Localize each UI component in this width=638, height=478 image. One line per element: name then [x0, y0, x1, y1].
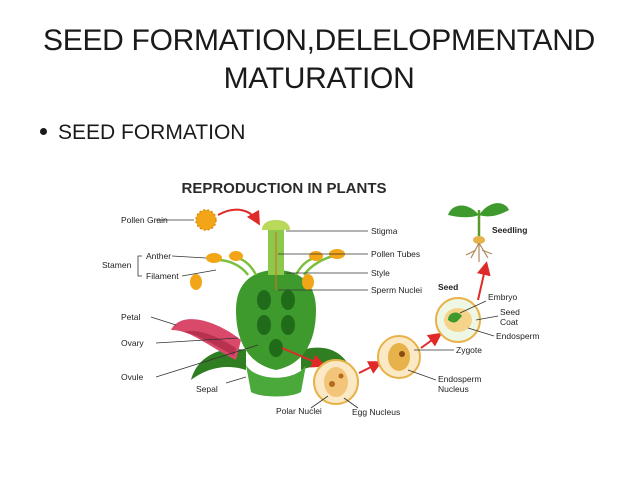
label-stigma: Stigma: [371, 226, 398, 236]
ovule-shape-5: [269, 339, 283, 357]
label-endosperm-nucleus-line1: Endosperm: [438, 374, 481, 384]
arrow-to-seed: [420, 332, 443, 349]
receptacle-shape: [246, 365, 306, 397]
ovary-to-ovule-arrow: [281, 347, 326, 368]
egg-nucleus-dot: [329, 381, 335, 387]
ovule-shape-1: [257, 290, 271, 310]
diagram-heading: REPRODUCTION IN PLANTS: [181, 180, 386, 197]
label-seed-coat-line2: Coat: [500, 317, 519, 327]
label-pollen-grain: Pollen Grain: [121, 215, 168, 225]
label-endosperm-nucleus-line2: Nucleus: [438, 384, 469, 394]
anther-shape-1: [206, 253, 222, 263]
zygote-dot: [399, 351, 405, 357]
label-zygote: Zygote: [456, 345, 482, 355]
anther-shape-2: [229, 251, 243, 261]
ovule-shape-3: [257, 315, 271, 335]
anther-shape-3: [309, 251, 323, 261]
polar-nuclei-dot: [338, 373, 344, 379]
ovary-shape: [236, 270, 316, 370]
label-style: Style: [371, 268, 390, 278]
embryo-shape: [448, 312, 462, 323]
ovule-shape-2: [281, 290, 295, 310]
stigma-shape: [262, 220, 290, 230]
label-seed: Seed: [438, 282, 458, 292]
bullet-dot-icon: [40, 127, 47, 135]
reproduction-diagram: REPRODUCTION IN PLANTS: [96, 170, 558, 425]
ovule-shape-4: [281, 315, 295, 335]
label-endosperm: Endosperm: [496, 331, 539, 341]
seedling-leaf-right: [479, 203, 509, 217]
label-egg-nucleus: Egg Nucleus: [352, 407, 400, 417]
label-sperm-nuclei: Sperm Nuclei: [371, 285, 422, 295]
label-filament: Filament: [146, 271, 179, 281]
filament-1: [217, 258, 250, 276]
sepal-left-shape: [191, 349, 246, 380]
zygote-inner: [388, 343, 410, 371]
slide-title-line2: MATURATION: [223, 62, 415, 95]
label-seedling: Seedling: [492, 225, 527, 235]
label-embryo: Embryo: [488, 292, 518, 302]
label-petal: Petal: [121, 312, 140, 322]
label-seed-coat-line1: Seed: [500, 307, 520, 317]
label-polar-nuclei: Polar Nuclei: [276, 406, 322, 416]
anther-shape-6: [302, 274, 314, 290]
petal-inner-shape: [184, 330, 236, 356]
pollen-arrow: [217, 208, 261, 226]
arrow-to-zygote: [358, 361, 383, 374]
label-sepal: Sepal: [196, 384, 218, 394]
seedling-roots: [465, 242, 493, 262]
pollen-grain-shape: [195, 209, 217, 231]
label-anther: Anther: [146, 251, 171, 261]
bullet-item: SEED FORMATION: [40, 121, 245, 145]
seedling-leaf-left: [448, 205, 479, 218]
bullet-text: SEED FORMATION: [58, 121, 246, 144]
label-pollen-tubes: Pollen Tubes: [371, 249, 420, 259]
label-ovule: Ovule: [121, 372, 143, 382]
anther-shape-5: [190, 274, 202, 290]
arrow-to-seedling: [476, 261, 491, 301]
label-stamen: Stamen: [102, 260, 132, 270]
label-ovary: Ovary: [121, 338, 144, 348]
reproduction-diagram-svg: REPRODUCTION IN PLANTS: [102, 180, 539, 417]
seedling-seed: [473, 236, 485, 244]
slide-title-line1: SEED FORMATION,DELELOPMENTAND: [43, 24, 595, 57]
slide-title: SEED FORMATION,DELELOPMENTAND MATURATION: [20, 22, 618, 98]
fertilization-inner: [324, 367, 348, 397]
